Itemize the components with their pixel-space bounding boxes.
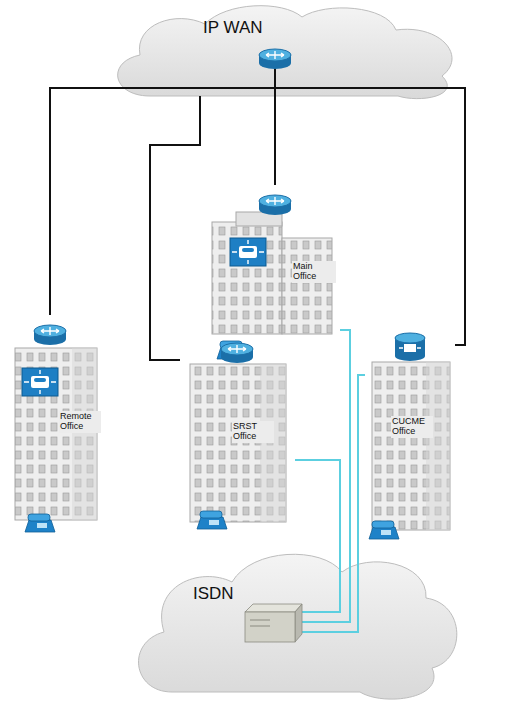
wan-cloud: IP WAN bbox=[110, 0, 460, 100]
node-label: SRST Office bbox=[232, 421, 274, 443]
node-label: Remote Office bbox=[59, 411, 101, 433]
wan-cloud-shape bbox=[110, 6, 460, 100]
wan-link bbox=[274, 100, 276, 185]
node-label: CUCME Office bbox=[391, 416, 433, 438]
isdn-link bbox=[295, 460, 340, 548]
node-label: IP WAN bbox=[202, 18, 292, 39]
isdn-cloud: ISDN bbox=[130, 548, 460, 700]
office-building: SRST Office bbox=[180, 335, 295, 535]
wan-link bbox=[455, 88, 465, 345]
office-building: Remote Office bbox=[5, 315, 105, 540]
cucme-office-building bbox=[369, 333, 450, 539]
wan-link bbox=[50, 88, 110, 315]
office-building: Main Office bbox=[200, 185, 340, 365]
wan-link bbox=[150, 96, 200, 360]
isdn-cloud-shape bbox=[139, 548, 457, 699]
isdn-link bbox=[340, 330, 350, 548]
node-label: Main Office bbox=[292, 261, 336, 283]
node-label: ISDN bbox=[192, 584, 262, 605]
srst-office-building bbox=[190, 343, 286, 529]
office-building: CUCME Office bbox=[365, 330, 455, 545]
isdn-link bbox=[358, 375, 365, 548]
